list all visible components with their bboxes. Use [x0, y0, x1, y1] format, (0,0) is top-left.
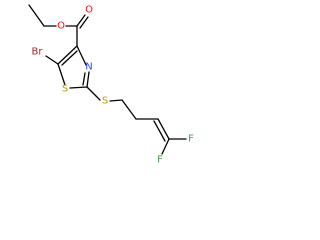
atom-fluorine-1: F — [188, 134, 194, 145]
bond-c2-s — [86, 86, 101, 101]
bond-c2-n3-double — [82, 72, 86, 86]
atom-fluorine-2: F — [157, 155, 163, 166]
bond-carbonyl-double-b — [79, 16, 89, 29]
bond-c5-br — [45, 55, 59, 65]
bond-s-ch2 — [109, 99, 123, 102]
atom-ester-oxygen: O — [57, 21, 65, 32]
bond-ch-cf2-double — [153, 120, 166, 142]
bond-c5-s1 — [57, 63, 66, 86]
bond-c4-n3 — [76, 45, 87, 66]
bond-ethyl-ch3-ch2 — [28, 4, 45, 27]
bond-ch-cf2 — [157, 118, 170, 140]
atom-ring-nitrogen: N — [85, 62, 92, 73]
atom-bromine: Br — [32, 47, 44, 58]
bond-cf2-f-bottom — [161, 138, 170, 155]
bond-ch2-ch2 — [121, 99, 137, 120]
atom-ring-sulfur: S — [62, 84, 68, 95]
bond-s1-c2 — [69, 86, 88, 89]
molecule-structure: O O Br N S S F F — [28, 4, 195, 166]
atom-thioether-sulfur: S — [102, 96, 108, 107]
atom-carbonyl-oxygen: O — [85, 5, 93, 16]
atom-labels: O O Br N S S F F — [32, 5, 195, 166]
bond-c4-c5-double — [61, 50, 78, 66]
bond-lines — [28, 4, 187, 155]
bond-c2-n3 — [86, 71, 90, 88]
bond-c4-c5 — [57, 45, 78, 65]
bond-carbonyl-double-a — [76, 14, 86, 27]
molecule-canvas: O O Br N S S F F — [28, 4, 195, 166]
